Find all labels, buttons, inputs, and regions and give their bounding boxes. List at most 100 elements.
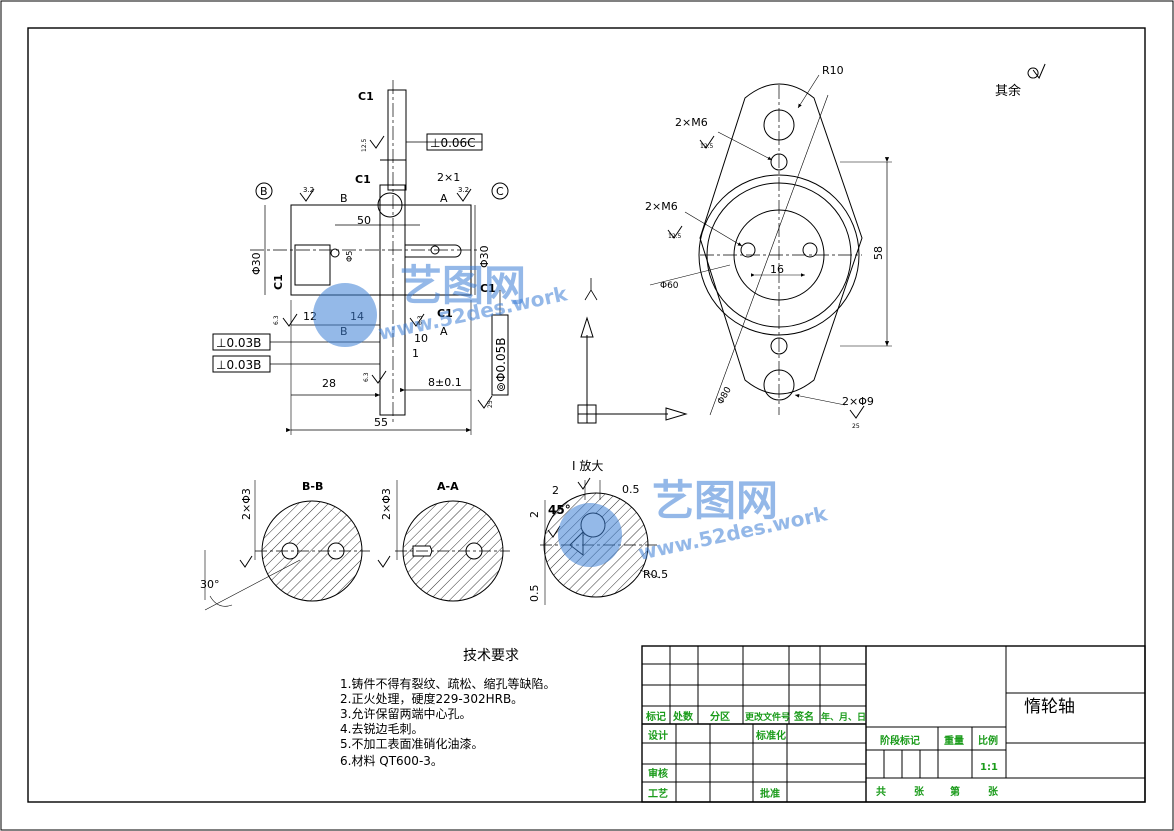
section-text: B-B 2×Φ3 30° A-A 2×Φ3 I 放大 2 0.5 2 45° 0… <box>200 458 668 602</box>
roughness-value: 6.3 <box>273 315 280 325</box>
detail-dim: 2 <box>528 511 541 518</box>
roughness-value: 3.2 <box>303 186 314 194</box>
tb-sheet: 共 <box>876 785 886 798</box>
side-label: 58 <box>872 246 885 260</box>
roughness-value: 12.5 <box>700 143 714 150</box>
section-note-aa: 2×Φ3 <box>380 488 393 520</box>
dimension: 28 <box>322 377 336 390</box>
tb-header: 标记 <box>645 710 666 723</box>
tb-sign: 设计 <box>648 729 668 742</box>
roughness-note: 其余 <box>995 83 1021 99</box>
roughness-value: 6.3 <box>363 372 370 382</box>
datum-label: A <box>440 192 448 205</box>
projection-arrows <box>577 278 688 424</box>
roughness-value: 3.2 <box>458 186 469 194</box>
part-name: 惰轮轴 <box>1024 697 1075 717</box>
tb-header: 分区 <box>710 710 730 723</box>
tolerance-frame: ⊥0.03B <box>216 358 261 372</box>
roughness-value: 12.5 <box>668 233 682 240</box>
chamfer-label: C1 <box>480 282 496 295</box>
diameter-label: Φ30 <box>478 245 491 268</box>
side-label: 16 <box>770 263 784 276</box>
datum-label: A <box>440 325 448 338</box>
dimension: 2×1 <box>437 171 460 184</box>
dimension: 1 <box>412 347 419 360</box>
roughness-value: 6.3 <box>417 315 424 325</box>
title-block-grid <box>641 645 1146 803</box>
tech-item: 1.铸件不得有裂纹、疏松、缩孔等缺陷。 <box>340 676 555 691</box>
tb-sheet: 张 <box>914 785 925 798</box>
dimension: 10 <box>414 332 428 345</box>
detail-dim: R0.5 <box>643 568 668 581</box>
tolerance-frame: ⊥0.03B <box>216 336 261 350</box>
tech-item: 4.去锐边毛刺。 <box>340 722 423 736</box>
tech-item: 3.允许保留两端中心孔。 <box>340 706 471 721</box>
tolerance-frame: ⊥0.06C <box>430 136 476 150</box>
tb-sheet: 张 <box>988 785 999 798</box>
tb-stage: 阶段标记 <box>880 734 920 747</box>
side-label: 2×M6 <box>645 200 678 213</box>
tb-header: 签名 <box>793 710 814 723</box>
tech-item: 6.材料 QT600-3。 <box>340 754 443 768</box>
detail-dim: 45° <box>548 503 571 517</box>
tb-header: 处数 <box>672 710 694 723</box>
detail-dim: 2 <box>552 484 559 497</box>
tb-sign: 审核 <box>648 767 668 780</box>
chamfer-label: C1 <box>437 307 453 320</box>
watermark-logo-icon <box>313 283 377 347</box>
tb-header: 更改文件号 <box>745 711 790 723</box>
watermark-brand: 艺图网 <box>652 476 778 525</box>
side-label: Φ60 <box>660 281 679 291</box>
tech-requirements: 技术要求 1.铸件不得有裂纹、疏松、缩孔等缺陷。 2.正火处理，硬度229-30… <box>340 648 555 768</box>
tb-stage: 比例 <box>978 734 998 747</box>
watermark-logo-icon <box>558 503 622 567</box>
tb-sign: 标准化 <box>755 729 786 742</box>
roughness-value: 12.5 <box>361 138 368 152</box>
main-view-text: C1 C1 C1 C1 C1 B A B A B C 3.2 3.2 12.5 … <box>216 90 508 429</box>
side-label: Φ80 <box>716 385 734 406</box>
dimension: 8±0.1 <box>428 376 462 389</box>
diameter-label: Φ5 <box>345 251 354 262</box>
tb-sign: 批准 <box>760 787 780 800</box>
side-view <box>649 63 1046 419</box>
diameter-label: Φ30 <box>250 252 263 275</box>
watermark-brand: 艺图网 <box>400 261 526 310</box>
tb-header: 年、月、日 <box>821 711 866 723</box>
roughness-value: 25 <box>852 423 860 430</box>
detail-dim: 0.5 <box>622 483 640 496</box>
section-note-bb: 2×Φ3 <box>240 488 253 520</box>
datum-mark-b: B <box>260 185 268 198</box>
title-block-text: 标记 处数 分区 更改文件号 签名 年、月、日 设计 标准化 审核 工艺 批准 … <box>645 697 1075 800</box>
section-title-bb: B-B <box>302 480 323 493</box>
main-view <box>212 80 509 435</box>
tb-scale: 1:1 <box>980 762 998 773</box>
inner-frame <box>27 27 1146 803</box>
datum-label: B <box>340 192 348 205</box>
section-bb <box>204 480 370 611</box>
tb-sign: 工艺 <box>648 787 668 800</box>
side-label: R10 <box>822 64 844 77</box>
chamfer-label: C1 <box>358 90 374 103</box>
tb-stage: 重量 <box>944 734 964 747</box>
datum-mark-c: C <box>496 185 504 198</box>
dimension: 55 <box>374 416 388 429</box>
tech-item: 2.正火处理，硬度229-302HRB。 <box>340 691 523 706</box>
side-view-text: 其余 R10 2×M6 2×M6 58 Φ60 16 Φ80 2×Φ9 12.5… <box>645 64 1021 430</box>
detail-dim: 0.5 <box>528 585 541 603</box>
section-angle-bb: 30° <box>200 578 220 591</box>
chamfer-label: C1 <box>272 274 285 290</box>
side-label: 2×M6 <box>675 116 708 129</box>
roughness-value: 25 <box>487 400 494 408</box>
tb-sheet: 第 <box>950 785 960 798</box>
detail-title: I 放大 <box>572 458 603 473</box>
tech-item: 5.不加工表面准硝化油漆。 <box>340 737 483 751</box>
tolerance-frame: ⊚Φ0.05B <box>494 338 508 392</box>
side-label: 2×Φ9 <box>842 395 874 408</box>
watermark: 艺图网 www.52des.work 艺图网 www.52des.work <box>313 261 830 567</box>
tech-heading: 技术要求 <box>463 648 519 664</box>
section-title-aa: A-A <box>437 480 459 493</box>
section-aa <box>377 480 510 602</box>
chamfer-label: C1 <box>355 173 371 186</box>
